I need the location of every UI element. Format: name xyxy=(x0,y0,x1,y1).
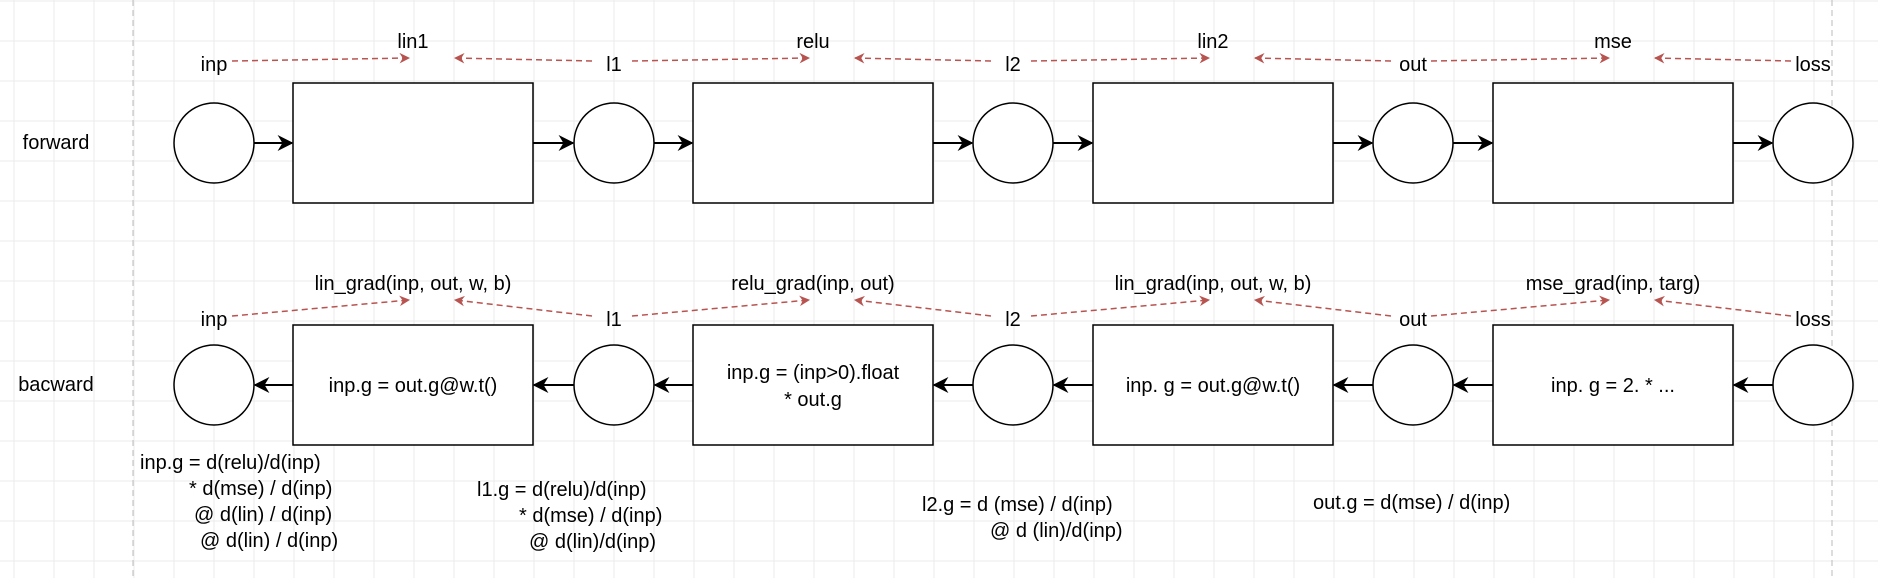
backward-dashed-arrow xyxy=(853,295,992,317)
forward-op-label: lin1 xyxy=(397,31,428,53)
gradient-annotation: @ d (lin)/d(inp) xyxy=(990,520,1123,542)
forward-node-circle xyxy=(1772,102,1854,184)
forward-op-box xyxy=(1492,82,1734,204)
backward-node-circle xyxy=(1772,344,1854,426)
forward-node-label: l1 xyxy=(606,54,622,76)
gradient-annotation: * d(mse) / d(inp) xyxy=(519,505,662,527)
backward-node-label: out xyxy=(1399,309,1427,331)
backward-box-text: inp. g = out.g@w.t() xyxy=(1126,375,1300,397)
backward-op-label: lin_grad(inp, out, w, b) xyxy=(315,273,512,295)
backward-box-text: inp. g = 2. * ... xyxy=(1551,375,1675,397)
backward-box-text: inp.g = (inp>0).float xyxy=(727,362,900,384)
backward-node-label: l2 xyxy=(1005,309,1021,331)
forward-node-circle xyxy=(972,102,1054,184)
backward-op-label: lin_grad(inp, out, w, b) xyxy=(1115,273,1312,295)
backward-op-box xyxy=(1492,324,1734,446)
labels: forward inp l1 l2 out loss lin1 relu lin2 mse bacw… xyxy=(18,31,1831,553)
forward-dashed-arrow xyxy=(1030,52,1211,64)
forward-dashed-arrow xyxy=(1653,52,1792,64)
backward-row-label: bacward xyxy=(18,374,94,396)
backward-node-circle xyxy=(573,344,655,426)
gradient-annotation: @ d(lin) / d(inp) xyxy=(194,504,332,526)
shapes xyxy=(173,82,1854,446)
forward-node-circle xyxy=(1372,102,1454,184)
gradient-annotation: l2.g = d (mse) / d(inp) xyxy=(922,494,1113,516)
forward-node-circle xyxy=(173,102,255,184)
forward-op-box xyxy=(292,82,534,204)
forward-op-label: lin2 xyxy=(1197,31,1228,53)
forward-node-label: loss xyxy=(1795,54,1831,76)
backward-node-label: l1 xyxy=(606,309,622,331)
backward-dashed-arrow xyxy=(453,295,593,317)
backward-dashed-arrow xyxy=(1430,295,1611,317)
gradient-annotation: inp.g = d(relu)/d(inp) xyxy=(140,452,321,474)
forward-dashed-arrow xyxy=(631,52,811,64)
gradient-annotation: l1.g = d(relu)/d(inp) xyxy=(477,479,647,501)
forward-dashed-arrow xyxy=(231,52,411,64)
edges xyxy=(231,52,1792,393)
gradient-annotation: @ d(lin) / d(inp) xyxy=(200,530,338,552)
forward-op-box xyxy=(1092,82,1334,204)
forward-node-circle xyxy=(573,102,655,184)
gradient-annotation: @ d(lin)/d(inp) xyxy=(529,531,656,553)
backward-op-box xyxy=(1092,324,1334,446)
forward-row-label: forward xyxy=(23,132,90,154)
forward-node-label: out xyxy=(1399,54,1427,76)
backward-node-circle xyxy=(972,344,1054,426)
forward-dashed-arrow xyxy=(1430,52,1611,64)
backward-op-box xyxy=(692,324,934,446)
forward-node-label: inp xyxy=(201,54,228,76)
backward-dashed-arrow xyxy=(631,295,811,317)
backward-op-box xyxy=(292,324,534,446)
forward-op-label: relu xyxy=(796,31,829,53)
backward-box-text: * out.g xyxy=(784,389,842,411)
forward-dashed-arrow xyxy=(453,52,593,64)
gradient-annotation: out.g = d(mse) / d(inp) xyxy=(1313,492,1510,514)
gradient-annotation: * d(mse) / d(inp) xyxy=(189,478,332,500)
backward-op-label: relu_grad(inp, out) xyxy=(731,273,894,295)
forward-dashed-arrow xyxy=(853,52,992,64)
backward-op-label: mse_grad(inp, targ) xyxy=(1526,273,1701,295)
backward-dashed-arrow xyxy=(1253,295,1392,317)
backward-node-label: inp xyxy=(201,309,228,331)
forward-op-box xyxy=(692,82,934,204)
backward-node-circle xyxy=(1372,344,1454,426)
backward-box-text: inp.g = out.g@w.t() xyxy=(329,375,498,397)
backward-node-label: loss xyxy=(1795,309,1831,331)
forward-op-label: mse xyxy=(1594,31,1632,53)
backward-dashed-arrow xyxy=(231,295,411,317)
backward-dashed-arrow xyxy=(1653,295,1792,317)
backward-node-circle xyxy=(173,344,255,426)
forward-dashed-arrow xyxy=(1253,52,1392,64)
backward-dashed-arrow xyxy=(1030,295,1211,317)
forward-node-label: l2 xyxy=(1005,54,1021,76)
